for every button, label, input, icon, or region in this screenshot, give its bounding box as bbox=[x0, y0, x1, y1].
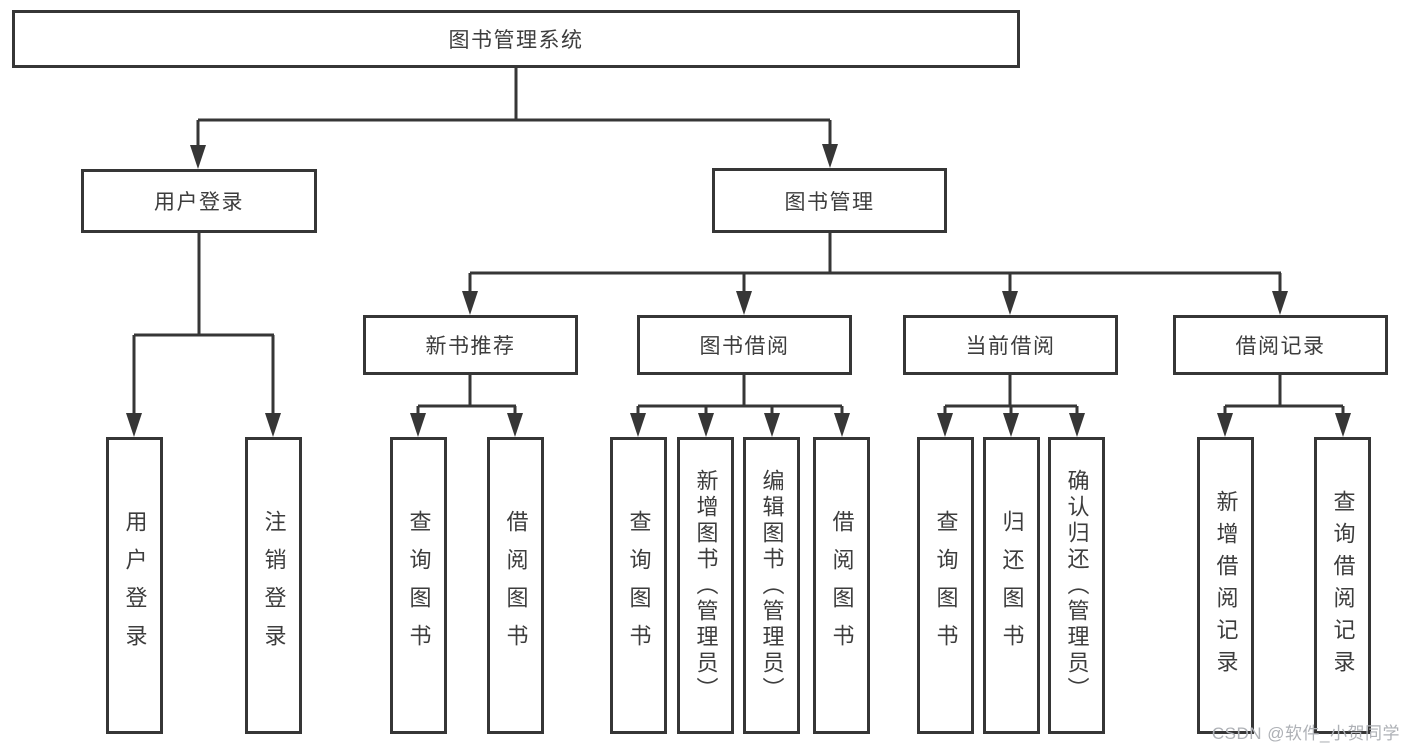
node-confirm-return-admin: 确认归还（管理员） bbox=[1048, 437, 1105, 734]
node-label: 图书管理 bbox=[784, 190, 875, 214]
node-current-borrowing: 当前借阅 bbox=[903, 315, 1118, 375]
node-query-books-1: 查询图书 bbox=[390, 437, 447, 734]
node-new-book-recommend: 新书推荐 bbox=[363, 315, 578, 375]
node-label: 新增图书（管理员） bbox=[693, 468, 719, 703]
csdn-watermark: CSDN @软件_小贺同学 bbox=[1211, 724, 1400, 743]
node-library-management-system: 图书管理系统 bbox=[12, 10, 1020, 68]
node-label: 查询图书 bbox=[406, 509, 432, 662]
node-label: 图书管理系统 bbox=[448, 29, 584, 52]
node-label: 借阅记录 bbox=[1235, 335, 1326, 358]
node-edit-books-admin: 编辑图书（管理员） bbox=[743, 437, 800, 734]
node-label: 图书借阅 bbox=[699, 335, 790, 358]
node-borrow-books-1: 借阅图书 bbox=[487, 437, 544, 734]
node-query-books-3: 查询图书 bbox=[917, 437, 974, 734]
node-borrow-books-2: 借阅图书 bbox=[813, 437, 870, 734]
node-label: 借阅图书 bbox=[503, 509, 529, 662]
node-label: 新书推荐 bbox=[425, 335, 516, 358]
node-add-books-admin: 新增图书（管理员） bbox=[677, 437, 734, 734]
node-logout: 注销登录 bbox=[245, 437, 302, 734]
node-label: 借阅图书 bbox=[829, 509, 855, 662]
node-label: 用户登录 bbox=[122, 509, 148, 662]
node-label: 确认归还（管理员） bbox=[1064, 468, 1090, 703]
node-user-login-leaf: 用户登录 bbox=[106, 437, 163, 734]
node-query-books-2: 查询图书 bbox=[610, 437, 667, 734]
node-label: 编辑图书（管理员） bbox=[759, 468, 785, 703]
node-label: 查询借阅记录 bbox=[1330, 489, 1356, 682]
node-label: 归还图书 bbox=[999, 509, 1025, 662]
node-label: 新增借阅记录 bbox=[1213, 489, 1239, 682]
node-user-login: 用户登录 bbox=[81, 169, 317, 233]
node-label: 注销登录 bbox=[261, 509, 287, 662]
node-label: 查询图书 bbox=[933, 509, 959, 662]
node-return-books: 归还图书 bbox=[983, 437, 1040, 734]
node-add-borrow-record: 新增借阅记录 bbox=[1197, 437, 1254, 734]
node-label: 查询图书 bbox=[626, 509, 652, 662]
node-book-borrowing: 图书借阅 bbox=[637, 315, 852, 375]
node-borrowing-records: 借阅记录 bbox=[1173, 315, 1388, 375]
node-label: 用户登录 bbox=[154, 191, 244, 214]
node-label: 当前借阅 bbox=[965, 335, 1056, 358]
node-query-borrow-record: 查询借阅记录 bbox=[1314, 437, 1371, 734]
node-book-management: 图书管理 bbox=[712, 168, 947, 233]
